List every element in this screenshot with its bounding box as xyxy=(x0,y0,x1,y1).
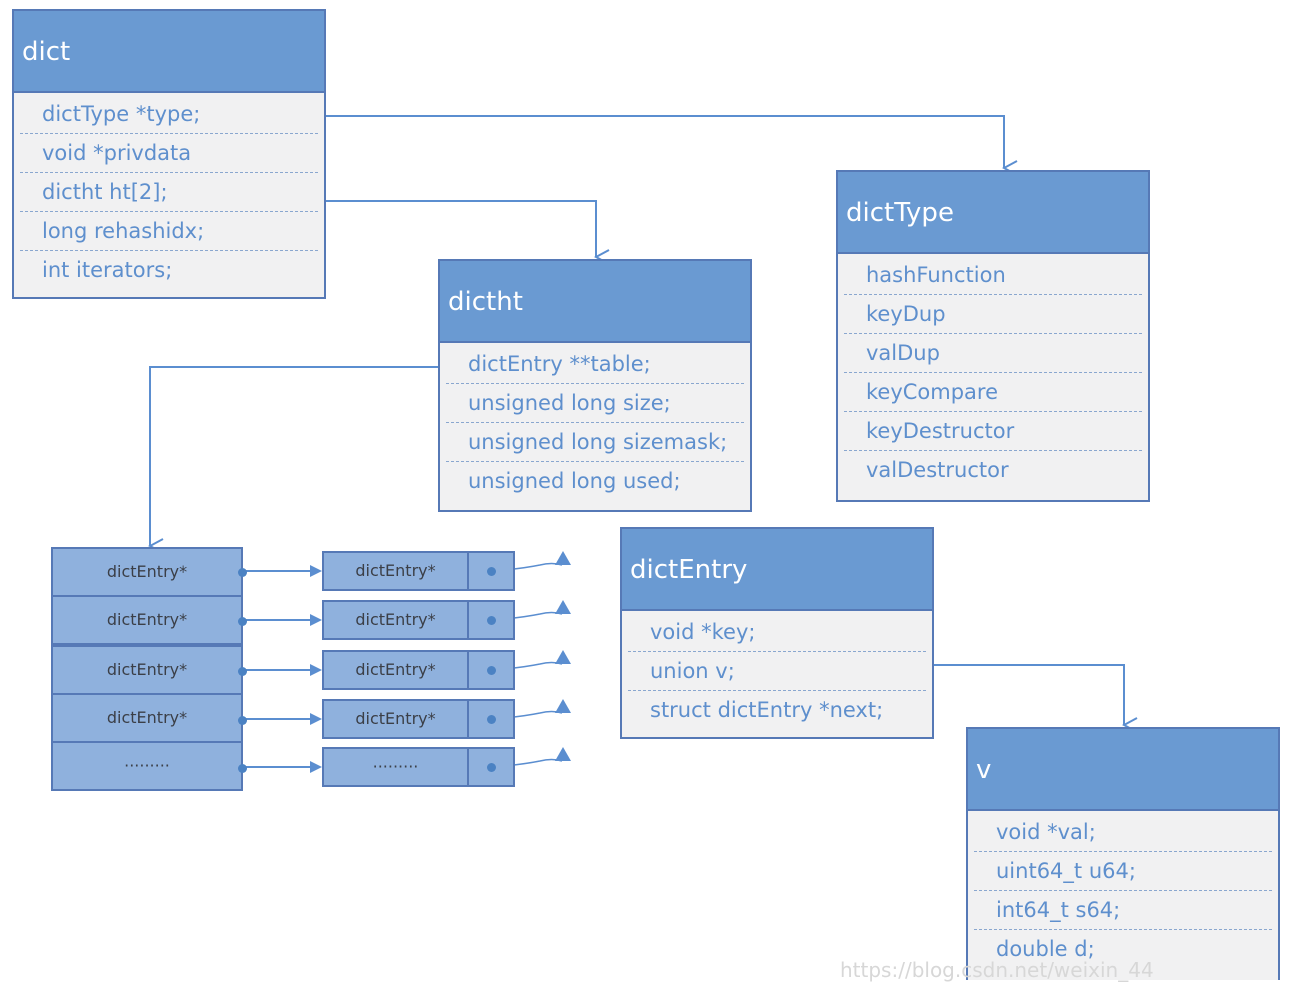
field-size: unsigned long size; xyxy=(446,384,744,423)
field-u64: uint64_t u64; xyxy=(974,852,1272,891)
field-val: void *val; xyxy=(974,813,1272,852)
struct-dicttype: dictType hashFunction keyDup valDup keyC… xyxy=(836,170,1150,502)
pointer-dot xyxy=(238,568,247,577)
pointer-dot xyxy=(238,617,247,626)
field-keycompare: keyCompare xyxy=(844,373,1142,412)
chain-entry-cell: dictEntry* xyxy=(322,699,469,739)
field-ht: dictht ht[2]; xyxy=(20,173,318,212)
field-type: dictType *type; xyxy=(20,95,318,134)
next-pointer-dot xyxy=(487,616,496,625)
next-pointer-dot xyxy=(487,715,496,724)
bucket-cell: ········· xyxy=(51,741,243,791)
field-table: dictEntry **table; xyxy=(446,345,744,384)
bucket-to-entry-arrowhead xyxy=(310,565,322,577)
chain-entry-cell: dictEntry* xyxy=(322,600,469,640)
arrow-dict-type-to-dicttype xyxy=(324,115,1004,168)
arrow-dict-ht-to-dictht xyxy=(324,200,596,257)
chain-entry-cell: ········· xyxy=(322,747,469,787)
field-used: unsigned long used; xyxy=(468,469,681,493)
field-key: void *key; xyxy=(628,613,926,652)
arrow-dictht-table-to-array xyxy=(150,366,440,546)
struct-dictentry: dictEntry void *key; union v; struct dic… xyxy=(620,527,934,739)
pointer-dot xyxy=(238,716,247,725)
bucket-cell: dictEntry* xyxy=(51,547,243,597)
next-curve-arrowhead xyxy=(555,551,571,565)
field-keydestructor: keyDestructor xyxy=(844,412,1142,451)
bucket-to-entry-arrowhead xyxy=(310,614,322,626)
next-curve-arrowhead xyxy=(555,600,571,614)
field-d: double d; xyxy=(996,937,1095,961)
next-pointer-dot xyxy=(487,763,496,772)
field-privdata: void *privdata xyxy=(20,134,318,173)
struct-title: v xyxy=(968,729,1278,811)
struct-dictht: dictht dictEntry **table; unsigned long … xyxy=(438,259,752,512)
bucket-to-entry-arrowhead xyxy=(310,664,322,676)
field-valdup: valDup xyxy=(844,334,1142,373)
bucket-to-entry-arrowhead xyxy=(310,713,322,725)
chain-entry-cell: dictEntry* xyxy=(322,650,469,690)
field-keydup: keyDup xyxy=(844,295,1142,334)
field-v: union v; xyxy=(628,652,926,691)
next-curve-arrowhead xyxy=(555,699,571,713)
next-curve-arrowhead xyxy=(555,650,571,664)
struct-dict: dict dictType *type; void *privdata dict… xyxy=(12,9,326,299)
bucket-to-entry-arrowhead xyxy=(310,761,322,773)
struct-title: dictEntry xyxy=(622,529,932,611)
struct-title: dictType xyxy=(838,172,1148,254)
struct-title: dict xyxy=(14,11,324,93)
pointer-dot xyxy=(238,667,247,676)
field-rehashidx: long rehashidx; xyxy=(20,212,318,251)
field-hashfunction: hashFunction xyxy=(844,256,1142,295)
arrow-dictentry-v-to-v xyxy=(932,664,1124,725)
bucket-cell: dictEntry* xyxy=(51,693,243,743)
chain-entry-cell: dictEntry* xyxy=(322,551,469,591)
next-pointer-dot xyxy=(487,666,496,675)
watermark: https://blog.csdn.net/weixin_44 xyxy=(840,958,1154,982)
field-sizemask: unsigned long sizemask; xyxy=(446,423,744,462)
pointer-dot xyxy=(238,764,247,773)
bucket-cell: dictEntry* xyxy=(51,645,243,695)
struct-title: dictht xyxy=(440,261,750,343)
next-pointer-dot xyxy=(487,567,496,576)
field-next: struct dictEntry *next; xyxy=(650,698,884,722)
field-iterators: int iterators; xyxy=(42,258,173,282)
field-valdestructor: valDestructor xyxy=(866,458,1009,482)
field-s64: int64_t s64; xyxy=(974,891,1272,930)
bucket-cell: dictEntry* xyxy=(51,595,243,645)
next-curve-arrowhead xyxy=(555,747,571,761)
struct-v: v void *val; uint64_t u64; int64_t s64; … xyxy=(966,727,1280,980)
